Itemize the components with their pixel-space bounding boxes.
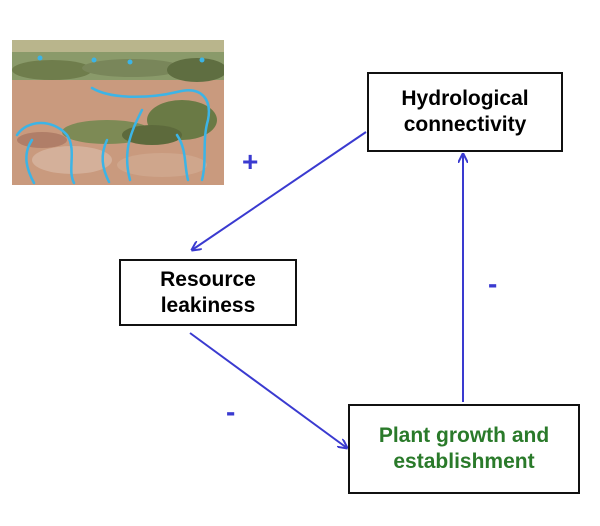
node-hydro-line2: connectivity — [403, 113, 527, 136]
node-plant-line1: Plant growth and — [378, 424, 550, 447]
node-resource-leakiness: Resource leakiness — [119, 259, 297, 326]
node-leak-line2: leakiness — [160, 293, 256, 317]
node-plant-growth: Plant growth and establishment — [348, 404, 580, 494]
arrow-hydro-to-leakiness — [192, 131, 367, 250]
landscape-photo-illustration — [12, 40, 224, 185]
arrow-leakiness-to-plant — [189, 332, 347, 448]
landscape-photo — [12, 40, 224, 185]
node-leak-line1: Resource — [160, 267, 256, 291]
sign-minus-leak-to-plant: - — [226, 396, 236, 427]
sign-minus-plant-to-hydro: - — [488, 268, 498, 299]
node-hydrological-connectivity: Hydrological connectivity — [367, 72, 563, 152]
sign-plus-hydro-to-leak: + — [242, 146, 259, 177]
node-plant-line2: establishment — [393, 450, 535, 473]
node-hydro-line1: Hydrological — [401, 87, 529, 110]
